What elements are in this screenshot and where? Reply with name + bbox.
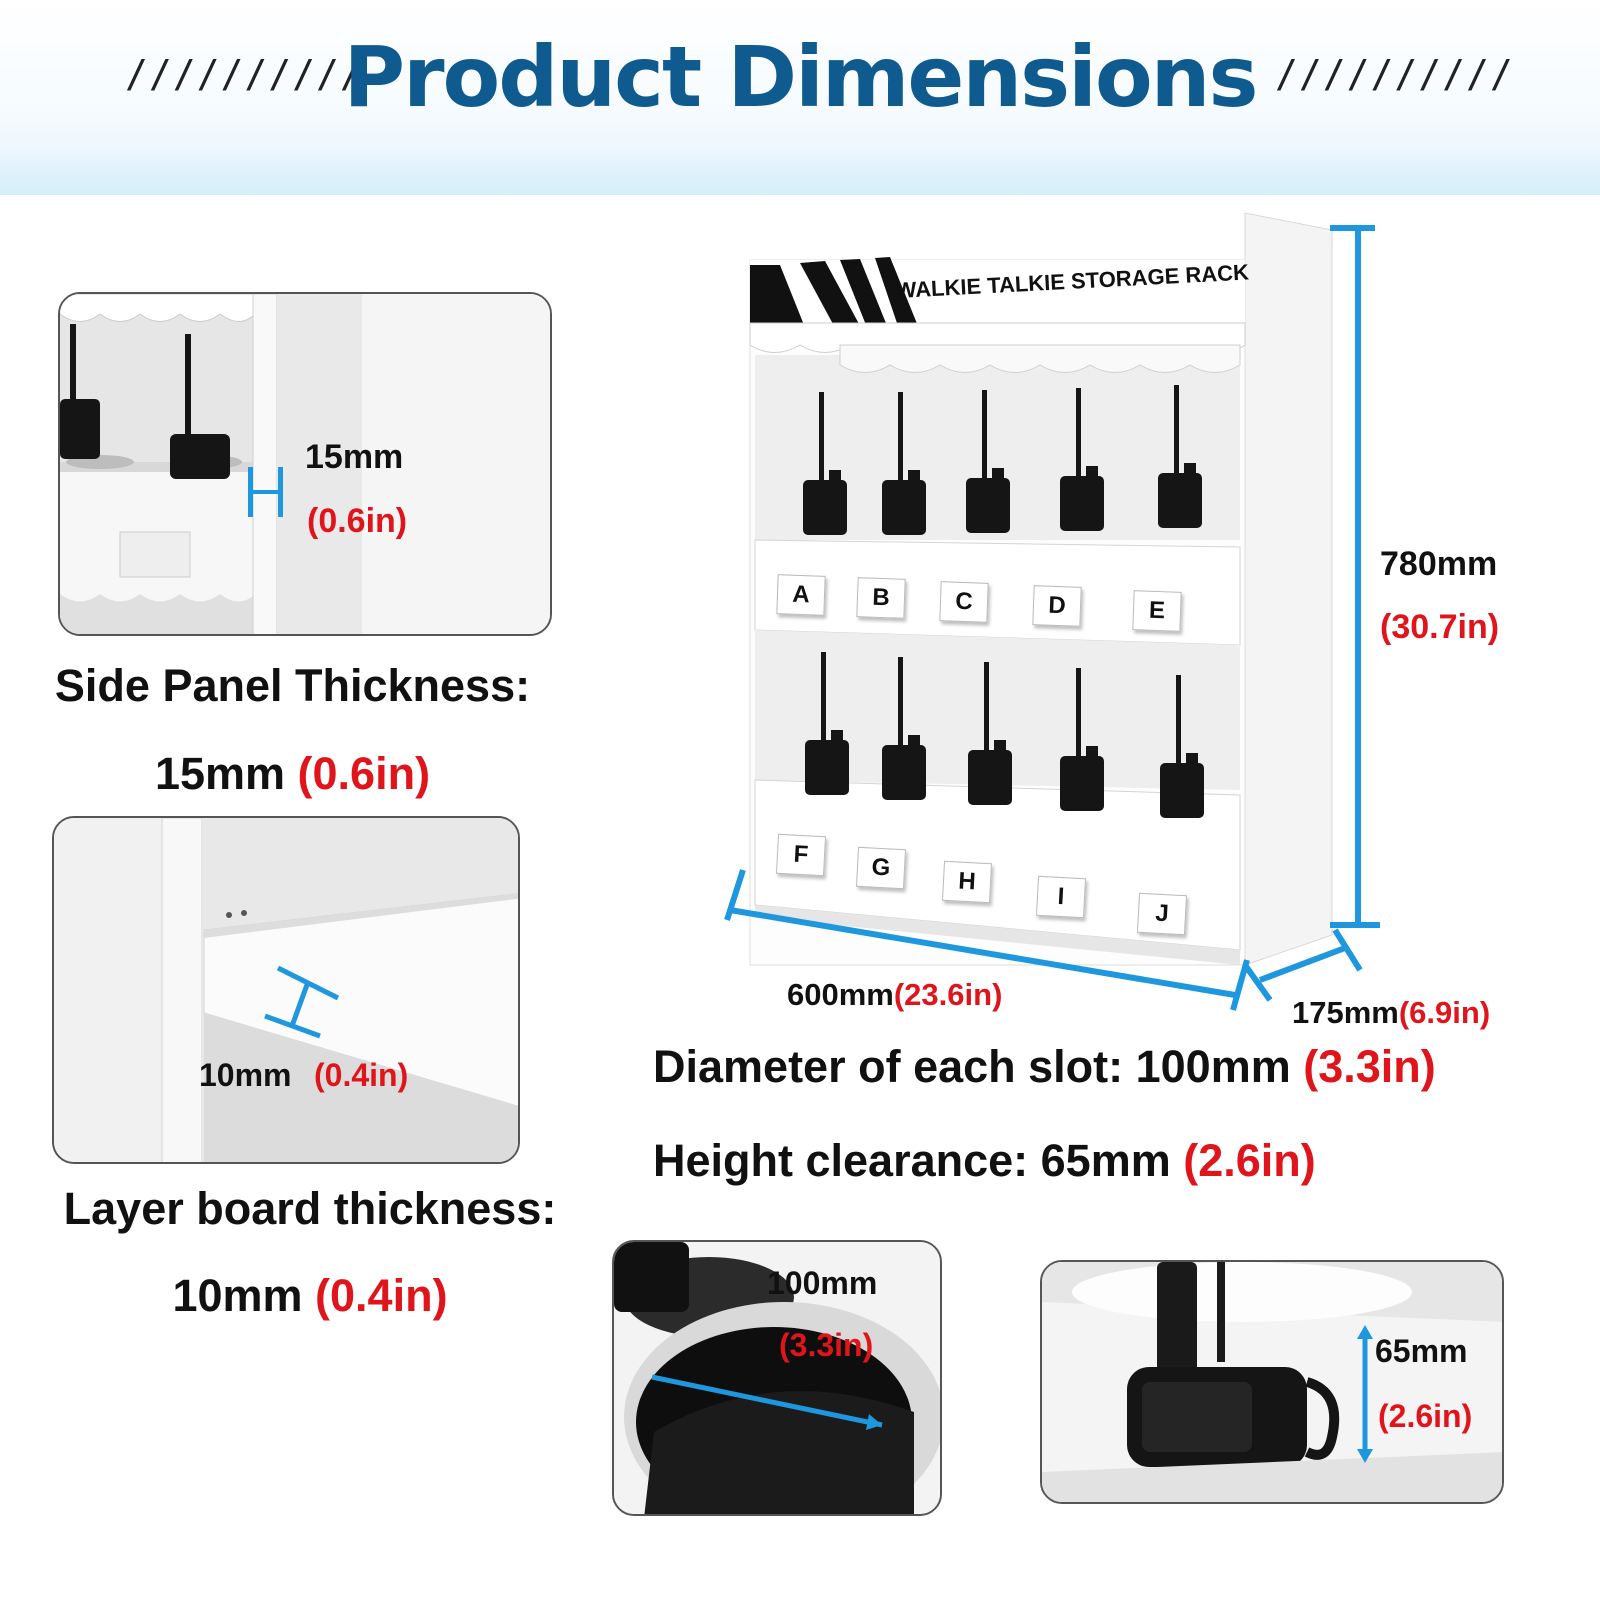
- radio-top-1: [803, 392, 847, 535]
- height-clearance-caption: Height clearance: 65mm (2.6in): [653, 1135, 1316, 1187]
- radio-top-5: [1158, 385, 1202, 528]
- rack-width-in: (23.6in): [893, 977, 1003, 1012]
- page-title: Product Dimensions: [343, 28, 1259, 126]
- layer-board-callout-in: (0.4in): [314, 1057, 409, 1093]
- rack-height-in: (30.7in): [1380, 608, 1500, 646]
- right-slashes: //////////: [1275, 52, 1514, 96]
- slot-detail-photo: [612, 1240, 942, 1516]
- rack-width-mm: 600mm: [787, 977, 894, 1012]
- radio-bottom-5: [1160, 675, 1204, 818]
- rack-width: 600mm(23.6in): [787, 977, 1002, 1013]
- slot-diameter-caption: Diameter of each slot: 100mm (3.3in): [653, 1041, 1436, 1093]
- side-panel-value: 15mm (0.6in): [20, 748, 565, 800]
- radio-bottom-1: [805, 652, 849, 795]
- layer-board-value-mm: 10mm: [172, 1270, 303, 1321]
- left-slashes: //////////: [125, 52, 364, 96]
- radio-bottom-2: [882, 657, 926, 800]
- layer-board-value-in: (0.4in): [315, 1270, 448, 1321]
- radio-bottom-3: [968, 662, 1012, 805]
- side-panel-caption: Side Panel Thickness:: [54, 660, 531, 711]
- side-panel-illustration: [60, 294, 550, 634]
- slot-callout-in: (3.3in): [779, 1327, 874, 1363]
- side-panel-photo: [58, 292, 552, 636]
- radio-top-4: [1060, 388, 1104, 531]
- rack-depth-in: (6.9in): [1398, 995, 1491, 1030]
- layer-board-caption: Layer board thickness:: [63, 1183, 557, 1234]
- clearance-detail-photo: [1040, 1260, 1504, 1504]
- header-glow: [0, 150, 1600, 195]
- slot-diameter-in: (3.3in): [1303, 1041, 1436, 1092]
- side-panel-callout-in: (0.6in): [307, 502, 408, 540]
- height-clearance-text: Height clearance: 65mm: [653, 1135, 1171, 1186]
- clearance-callout-in: (2.6in): [1378, 1398, 1473, 1434]
- layer-board-callout-mm: 10mm: [199, 1057, 292, 1093]
- rack-dimension-lines: [724, 225, 1380, 1011]
- slot-callout-mm: 100mm: [767, 1265, 878, 1301]
- layer-board-value: 10mm (0.4in): [20, 1270, 600, 1322]
- side-panel-dimension-line: [248, 490, 283, 494]
- radio-top-2: [882, 392, 926, 535]
- layer-board-dimension: [264, 965, 340, 1039]
- rack-height-mm: 780mm: [1380, 545, 1498, 583]
- radio-top-3: [966, 390, 1010, 533]
- layer-board-photo: [52, 816, 520, 1164]
- height-clearance-in: (2.6in): [1183, 1135, 1316, 1186]
- rack-depth-mm: 175mm: [1292, 995, 1399, 1030]
- side-panel-value-mm: 15mm: [154, 748, 286, 799]
- slot-detail-illustration: [614, 1242, 940, 1514]
- clearance-dimension: [1357, 1325, 1373, 1463]
- clearance-callout-mm: 65mm: [1375, 1333, 1468, 1369]
- slot-diameter-text: Diameter of each slot: 100mm: [653, 1041, 1291, 1092]
- clearance-detail-illustration: [1042, 1262, 1502, 1502]
- rack-depth: 175mm(6.9in): [1292, 995, 1490, 1031]
- layer-board-illustration: [54, 818, 518, 1162]
- side-panel-value-in: (0.6in): [297, 748, 431, 799]
- radio-bottom-4: [1060, 668, 1104, 811]
- side-panel-callout-mm: 15mm: [305, 438, 404, 476]
